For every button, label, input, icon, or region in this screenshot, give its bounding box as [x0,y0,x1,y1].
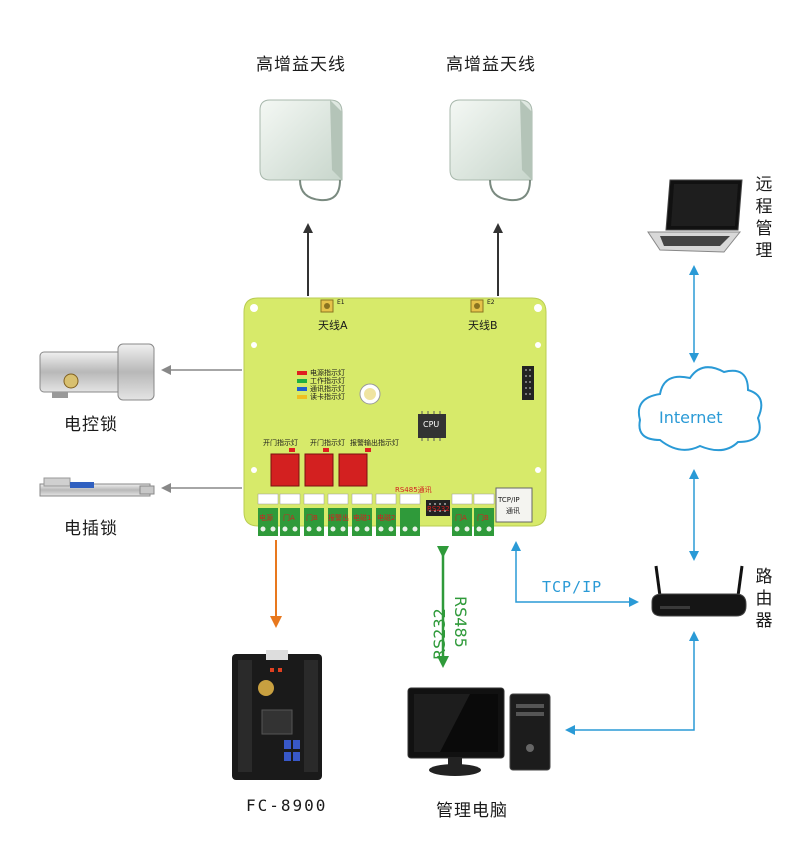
antenna-a-icon [259,99,343,202]
terminal-label-door-a: 门A [283,514,295,522]
rs232-link-label: RS232 [430,608,449,660]
arrow-router-pc [565,631,699,735]
relay-label-1: 开门指示灯 [263,439,298,447]
tcpip-link-label: TCP/IP [542,578,603,596]
terminal-label-power: 电源 [259,514,273,522]
relay-label-2: 开门指示灯 [310,439,345,447]
terminal-label-mag1: 电磁1 [353,514,372,522]
remote-management-label-char: 远 [755,175,773,195]
led-comm-label: 通讯指示灯 [310,385,345,393]
fc8900-label: FC-8900 [246,796,328,815]
antenna-b-title: 高增益天线 [446,55,536,75]
antenna-b-port-label: 天线B [468,319,498,332]
router-label-char: 器 [755,611,773,631]
e1-label: E1 [337,299,345,306]
management-pc-label: 管理电脑 [436,801,508,821]
rs232-port-label: RS232 [427,505,450,513]
remote-management-label: 远程管理 [754,174,774,262]
tcpip-port-sub: 通讯 [506,507,520,515]
relay-label-3: 报警输出指示灯 [350,439,399,447]
terminal-label-door-b: 门B [306,514,318,522]
terminal-label-door-a2: 门A [455,514,467,522]
antenna-b-icon [449,99,533,202]
led-card-label: 读卡指示灯 [310,393,345,401]
electric-lock-icon [39,343,155,401]
controller-board [243,297,547,536]
internet-label: Internet [659,408,723,427]
internet-cloud-icon [638,366,763,452]
tcpip-port-label: TCP/IP [498,496,520,504]
led-work-label: 工作指示灯 [310,377,345,385]
terminal-label-alarm: 报警出 [328,514,349,522]
laptop-icon [647,179,743,253]
arrow-board-router [511,541,639,607]
led-power-label: 电源指示灯 [310,369,345,377]
router-label: 路由器 [754,566,774,632]
plug-lock-label: 电插锁 [64,519,118,539]
antenna-a-port-label: 天线A [318,319,348,332]
rs485-port-title: RS485通讯 [395,486,432,494]
router-label-char: 由 [755,589,773,609]
cpu-label: CPU [423,420,440,429]
router-label-char: 路 [755,567,773,587]
terminal-label-door-b2: 门B [477,514,489,522]
remote-management-label-char: 程 [755,197,773,217]
antenna-a-title: 高增益天线 [256,55,346,75]
plug-lock-icon [39,477,155,497]
management-pc-icon [407,687,551,776]
electric-lock-label: 电控锁 [64,415,118,435]
e2-label: E2 [487,299,495,306]
terminal-label-mag2: 电磁2 [377,514,396,522]
router-icon [651,565,747,617]
rs485-link-label: RS485 [451,596,470,648]
terminal-blocks [257,493,495,536]
fc8900-board-icon [232,650,322,780]
remote-management-label-char: 理 [755,241,773,261]
remote-management-label-char: 管 [755,219,773,239]
